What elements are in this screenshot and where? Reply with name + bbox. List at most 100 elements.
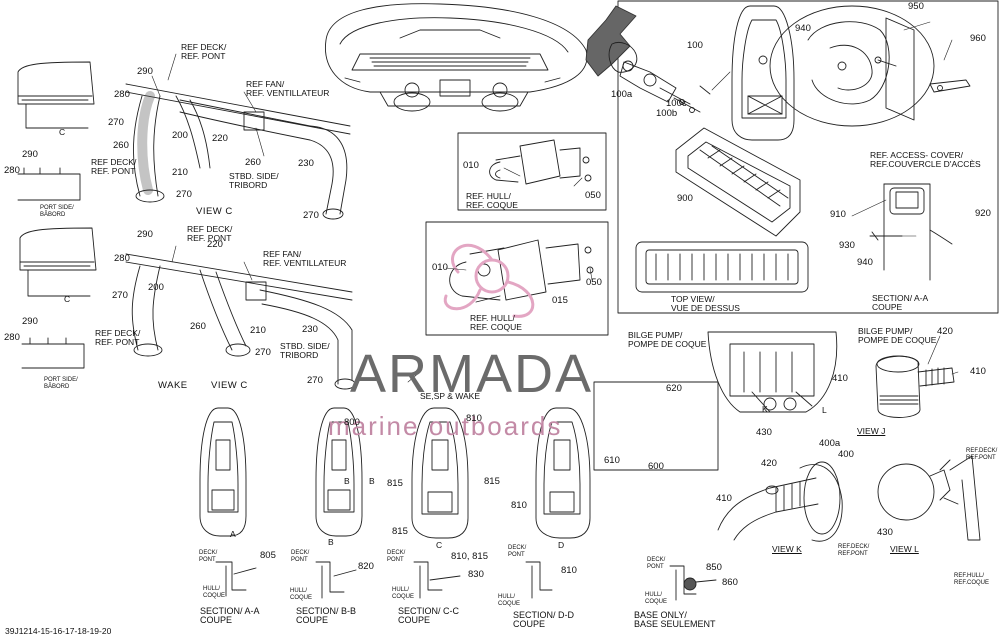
- part-050-2: 050: [586, 277, 602, 288]
- letter-b-2: B: [344, 476, 350, 486]
- ref-deck-4: REF DECK/: [95, 328, 141, 338]
- deck-4: DECK/: [508, 545, 527, 551]
- tribord-1: TRIBORD: [229, 180, 268, 190]
- ref-coque-1: REF. COQUE: [466, 200, 518, 210]
- part-270: 270: [108, 117, 124, 128]
- ref-deck-2: REF DECK/: [91, 157, 137, 167]
- bilge-pump-1: BILGE PUMP/: [628, 330, 683, 340]
- part-830: 830: [468, 569, 484, 580]
- ref-pont-small-k: REF.PONT: [838, 551, 868, 557]
- port-side-1: PORT SIDE/: [40, 205, 74, 211]
- ref-couvercle: REF.COUVERCLE D'ACCÈS: [870, 159, 981, 169]
- deck-seat-assembly: [325, 3, 588, 112]
- part-100c: 100c: [666, 98, 687, 109]
- part-270c: 270: [303, 210, 319, 221]
- letter-l: L: [822, 405, 827, 415]
- pont-5: PONT: [647, 564, 664, 570]
- drawing-code: 39J1214-15-16-17-18-19-20: [5, 626, 112, 636]
- part-805: 805: [260, 550, 276, 561]
- part-810: 810: [466, 413, 482, 424]
- stbd-side-1: STBD. SIDE/: [229, 171, 279, 181]
- part-270b: 270: [176, 189, 192, 200]
- part-290: 290: [137, 66, 153, 77]
- pont-2: PONT: [291, 557, 308, 563]
- letter-c-3: C: [436, 540, 443, 550]
- part-280-2: 280: [114, 253, 130, 264]
- babord-1: BÂBORD: [40, 212, 66, 218]
- duct-upper: [125, 83, 351, 220]
- access-cover-frame: [635, 241, 809, 293]
- ref-coque-small: REF.COQUE: [954, 580, 990, 586]
- view-c-top: VIEW C: [196, 206, 233, 217]
- hull-1: HULL/: [203, 586, 221, 592]
- ref-hull-1: REF. HULL/: [466, 191, 511, 201]
- ref-access: REF. ACCESS- COVER/: [870, 150, 964, 160]
- deck-1: DECK/: [199, 550, 218, 556]
- section-cc: SECTION/ C-C: [398, 606, 460, 616]
- hull-top-view-small: [731, 5, 795, 141]
- letter-a-1: A: [230, 529, 236, 539]
- part-410-3: 410: [716, 493, 732, 504]
- base-only-fr: BASE SEULEMENT: [634, 619, 716, 629]
- part-430-2: 430: [877, 527, 893, 538]
- ref-deck-1: REF DECK/: [181, 42, 227, 52]
- part-100a: 100a: [611, 89, 633, 100]
- base-only: BASE ONLY/: [634, 610, 687, 620]
- ref-pont-1: REF. PONT: [181, 51, 226, 61]
- part-260-2: 260: [190, 321, 206, 332]
- part-815-2: 815: [387, 478, 403, 489]
- part-210-2: 210: [250, 325, 266, 336]
- ref-hull-detail-frame-2: [425, 221, 609, 336]
- part-210: 210: [172, 167, 188, 178]
- hull-view-4: [535, 407, 591, 539]
- ref-deck-3: REF DECK/: [187, 224, 233, 234]
- letter-d-1: D: [558, 540, 565, 550]
- bilge-pump-hull: [707, 331, 838, 413]
- top-right-frame: [617, 0, 999, 314]
- pont-1: PONT: [199, 557, 216, 563]
- pont-3: PONT: [387, 557, 404, 563]
- view-j: VIEW J: [857, 426, 886, 436]
- pompe-coque-1: POMPE DE COQUE: [628, 339, 707, 349]
- section-details-bottom: [215, 561, 717, 601]
- wake-title: WAKE: [158, 380, 188, 391]
- ref-pont-small-l: REF.PONT: [966, 455, 996, 461]
- section-aa-right: SECTION/ A-A: [872, 293, 929, 303]
- part-815-3: 815: [392, 526, 408, 537]
- vent-hull-bracket: [585, 5, 711, 113]
- ref-pont-3: REF. PONT: [187, 233, 232, 243]
- ref-hull-2: REF. HULL/: [470, 313, 515, 323]
- part-100b: 100b: [656, 108, 678, 119]
- deck-2: DECK/: [291, 550, 310, 556]
- part-220-2: 220: [207, 239, 223, 250]
- top-view: TOP VIEW/: [671, 294, 715, 304]
- part-900: 900: [677, 193, 693, 204]
- view-c-bottom: VIEW C: [211, 380, 248, 391]
- section-bb: SECTION/ B-B: [296, 606, 357, 616]
- letter-c-1: C: [59, 127, 66, 137]
- part-610: 610: [604, 455, 620, 466]
- part-940-2: 940: [857, 257, 873, 268]
- part-270-3: 270: [255, 347, 271, 358]
- deck-3: DECK/: [387, 550, 406, 556]
- part-850: 850: [706, 562, 722, 573]
- part-920: 920: [975, 208, 991, 219]
- part-050: 050: [585, 190, 601, 201]
- leader-lines: [151, 21, 959, 383]
- coque-2: COQUE: [290, 595, 313, 601]
- pompe-coque-2: POMPE DE COQUE: [858, 335, 937, 345]
- part-400a: 400a: [819, 438, 841, 449]
- hull-view-3: [411, 407, 469, 539]
- letter-b-3: B: [369, 476, 375, 486]
- deck-5: DECK/: [647, 557, 666, 563]
- part-940: 940: [795, 23, 811, 34]
- ref-pont-2: REF. PONT: [91, 166, 136, 176]
- coque-1: COQUE: [203, 593, 226, 599]
- watermark-logo: [443, 243, 535, 318]
- coque-3: COQUE: [392, 594, 415, 600]
- ref-hull-small: REF.HULL/: [954, 573, 985, 579]
- part-960: 960: [970, 33, 986, 44]
- letter-b-1: B: [328, 537, 334, 547]
- part-410-2: 410: [832, 373, 848, 384]
